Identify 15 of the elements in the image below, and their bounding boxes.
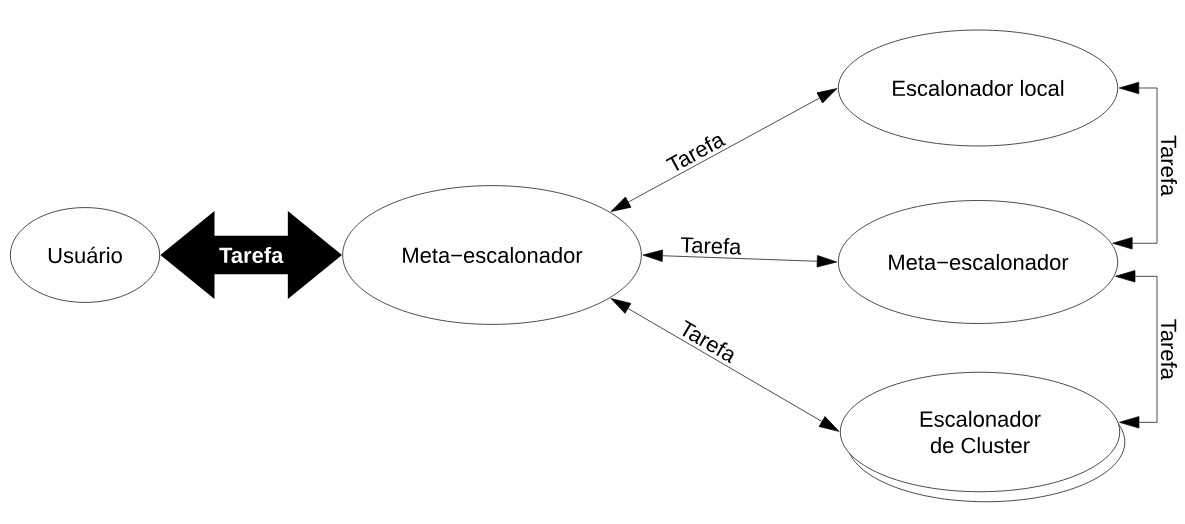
- ellipse-node: Escalonador local: [838, 29, 1119, 147]
- arrow: [1115, 270, 1158, 429]
- edge-label: Tarefa: [219, 246, 284, 264]
- arrow: [610, 298, 840, 432]
- ellipse-node: Meta−escalonador: [342, 185, 642, 325]
- arrow: [610, 88, 838, 212]
- edge-label: Tarefa: [678, 234, 744, 257]
- arrow: [1112, 81, 1158, 250]
- arrow: [642, 249, 838, 268]
- ellipse-node: Meta−escalonador: [838, 200, 1119, 324]
- ellipse-node: Escalonador de Cluster: [840, 371, 1126, 503]
- ellipse-node: Usuário: [10, 207, 160, 303]
- edge-label: Tarefa: [1159, 133, 1179, 198]
- edge-label: Tarefa: [1159, 317, 1179, 382]
- edge-label: Tarefa: [662, 127, 729, 176]
